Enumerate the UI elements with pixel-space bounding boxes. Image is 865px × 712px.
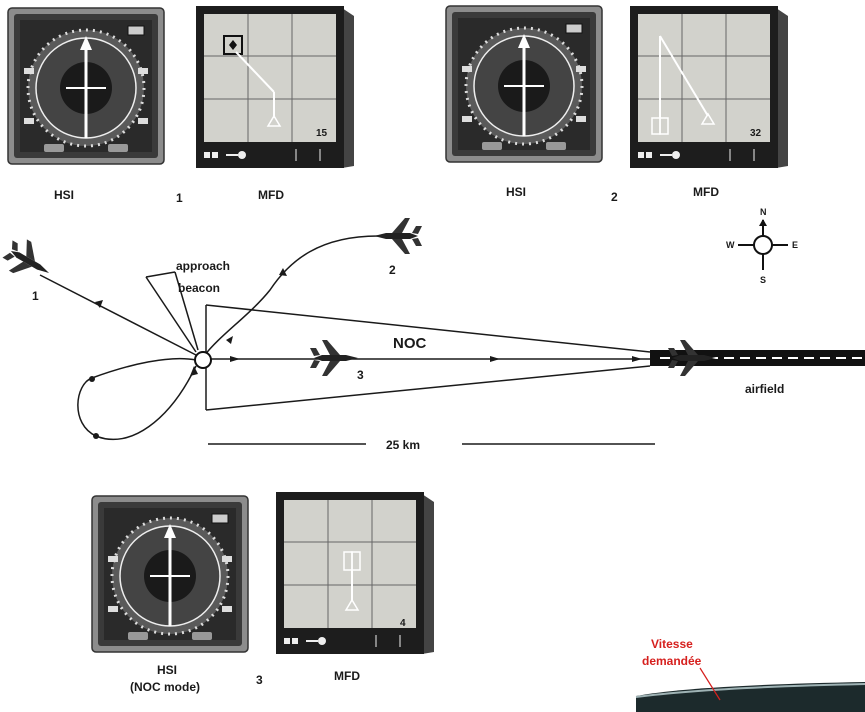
aircraft-2-number: 2	[389, 263, 396, 277]
hsi-instrument-2	[444, 4, 604, 164]
mfd-corner-value-1: 15	[316, 128, 328, 139]
inset-label-line2: demandée	[642, 654, 702, 668]
aircraft-3-icon	[310, 340, 358, 376]
aircraft-3-number: 3	[357, 368, 364, 382]
path-arrows	[89, 268, 642, 439]
aircraft-1-number: 1	[32, 289, 39, 303]
compass-east: E	[792, 240, 798, 250]
compass-north: N	[760, 207, 767, 217]
mfd-display-3: 4	[275, 491, 435, 655]
distance-label: 25 km	[386, 438, 420, 452]
mfd-label-1: MFD	[258, 188, 284, 202]
distance-scale: 25 km	[208, 438, 655, 452]
aircraft-landing-icon	[668, 340, 716, 376]
inset-label-line1: Vitesse	[651, 637, 693, 651]
mfd-corner-value-2: 32	[750, 128, 762, 139]
hsi-label-1: HSI	[54, 188, 74, 202]
compass-rose-icon: N S E W	[726, 207, 798, 285]
beacon-label-line2: beacon	[178, 281, 220, 295]
hsi-instrument-1	[6, 6, 166, 166]
mfd-display-1: 15	[195, 5, 355, 169]
mfd-label-2: MFD	[693, 185, 719, 199]
flight-paths	[39, 235, 651, 441]
hsi-label-2: HSI	[506, 185, 526, 199]
beacon-label-line1: approach	[176, 259, 230, 273]
airfield-label: airfield	[745, 382, 784, 396]
hsi-instrument-3	[90, 494, 250, 654]
panel-1: 15 HSI 1 MFD	[6, 5, 355, 205]
mfd-corner-value-3: 4	[400, 618, 406, 629]
panel-number-3: 3	[256, 673, 263, 687]
mfd-label-3: MFD	[334, 669, 360, 683]
noc-course-label: NOC	[393, 335, 427, 352]
panel-3: 4 HSI (NOC mode) 3 MFD	[90, 491, 435, 694]
aircraft-2-icon	[374, 218, 422, 254]
hsi-label-3: HSI	[157, 663, 177, 677]
panel-number-1: 1	[176, 191, 183, 205]
compass-south: S	[760, 275, 766, 285]
approach-beacon-icon	[194, 351, 212, 369]
panel-number-2: 2	[611, 190, 618, 204]
mfd-display-2: 32	[629, 5, 789, 169]
compass-west: W	[726, 240, 735, 250]
speed-inset: Vitesse demandée	[635, 637, 865, 712]
panel-2: 32 HSI 2 MFD	[444, 4, 789, 204]
hsi-sublabel-3: (NOC mode)	[130, 680, 200, 694]
